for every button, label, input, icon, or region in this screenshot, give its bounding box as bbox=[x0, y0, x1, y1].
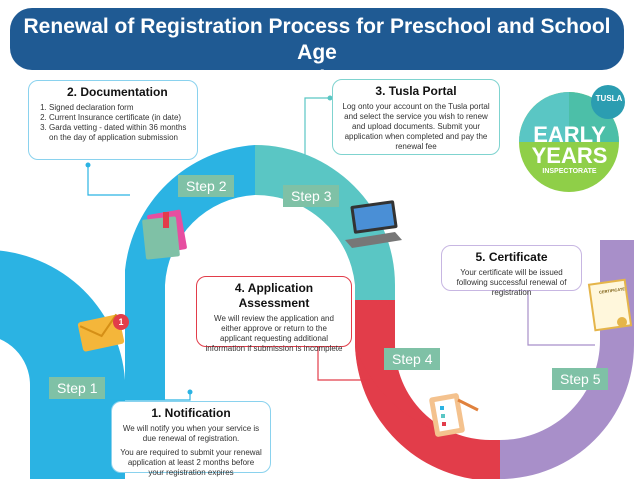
documentation-card: 2. Documentation Signed declaration form… bbox=[28, 80, 198, 160]
connector-dot-1 bbox=[85, 162, 91, 168]
step-2-label: Step 2 bbox=[178, 175, 235, 197]
step-1-label: Step 1 bbox=[49, 377, 106, 399]
documentation-item: Signed declaration form bbox=[49, 103, 189, 113]
tusla-portal-text: Log onto your account on the Tusla porta… bbox=[342, 102, 490, 151]
title-line-1: Renewal of Registration Process for Pres… bbox=[23, 15, 611, 64]
assessment-text: We will review the application and eithe… bbox=[205, 314, 343, 353]
logo-line-1: EARLY bbox=[533, 122, 606, 147]
logo-line-3: INSPECTORATE bbox=[542, 168, 597, 175]
notification-heading: 1. Notification bbox=[151, 406, 231, 420]
early-years-logo: TUSLA EARLY YEARS INSPECTORATE bbox=[511, 80, 628, 197]
laptop-icon bbox=[345, 200, 402, 248]
documentation-heading: 2. Documentation bbox=[67, 85, 168, 99]
certificate-text: Your certificate will be issued followin… bbox=[456, 268, 567, 297]
documents-icon bbox=[142, 209, 187, 260]
notification-text-1: We will notify you when your service is … bbox=[122, 424, 260, 443]
documentation-item: Garda vetting - dated within 36 months o… bbox=[49, 123, 189, 143]
envelope-icon bbox=[77, 313, 129, 352]
step-4-label: Step 4 bbox=[384, 348, 441, 370]
certificate-icon bbox=[587, 278, 633, 332]
title-banner: Renewal of Registration Process for Pres… bbox=[10, 8, 624, 90]
notification-card: 1. Notification We will notify you when … bbox=[111, 401, 271, 477]
step-3-label: Step 3 bbox=[283, 185, 340, 207]
connector-assessment bbox=[317, 345, 370, 381]
step-5-label: Step 5 bbox=[552, 368, 609, 390]
tusla-portal-card: 3. Tusla Portal Log onto your account on… bbox=[332, 79, 500, 155]
path-step4 bbox=[355, 300, 500, 479]
logo-line-2: YEARS bbox=[531, 143, 608, 168]
certificate-card: 5. Certificate Your certificate will be … bbox=[441, 245, 582, 297]
documentation-item: Current Insurance certificate (in date) bbox=[49, 113, 189, 123]
connector-documentation bbox=[87, 165, 130, 196]
connector-dot-2 bbox=[187, 389, 193, 395]
clipboard-icon bbox=[429, 393, 479, 437]
documentation-list: Signed declaration form Current Insuranc… bbox=[37, 103, 189, 143]
notification-text-2: You are required to submit your renewal … bbox=[120, 448, 262, 477]
path-step4-lower bbox=[355, 345, 500, 479]
path-step1-arc bbox=[0, 250, 125, 479]
tusla-portal-heading: 3. Tusla Portal bbox=[375, 84, 457, 98]
connector-dot-3 bbox=[327, 95, 333, 101]
connector-tusla bbox=[304, 97, 330, 178]
path-step2 bbox=[125, 145, 255, 400]
assessment-heading: 4. Application Assessment bbox=[234, 281, 314, 310]
connector-certificate bbox=[527, 290, 595, 346]
assessment-card: 4. Application Assessment We will review… bbox=[196, 276, 352, 353]
notification-badge: 1 bbox=[118, 317, 124, 327]
certificate-heading: 5. Certificate bbox=[475, 250, 548, 264]
connector-notification bbox=[110, 392, 191, 401]
path-step3 bbox=[255, 145, 395, 300]
tusla-brand: TUSLA bbox=[595, 94, 623, 103]
